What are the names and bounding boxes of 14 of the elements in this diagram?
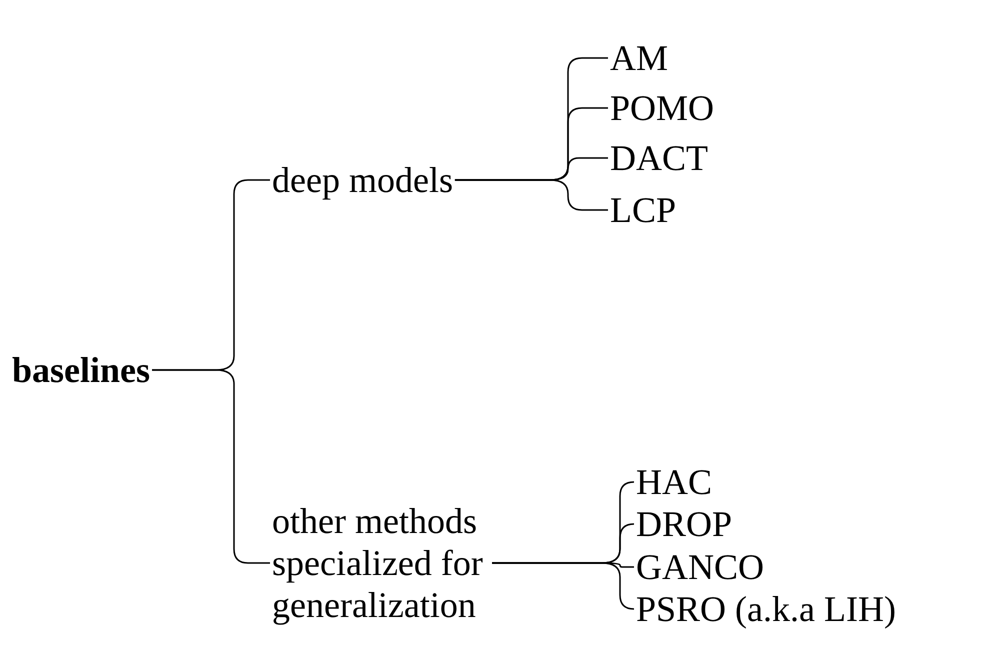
tree-connector [454, 179, 608, 211]
tree-label: DACT [610, 137, 708, 179]
tree-label: LCP [610, 189, 676, 231]
tree-label: DROP [636, 503, 732, 545]
tree-connector [492, 562, 635, 610]
tree-label: POMO [610, 87, 714, 129]
tree-label: other methods specialized for generalization [272, 500, 490, 626]
tree-connector [152, 369, 270, 564]
root-label: baselines [12, 349, 150, 391]
tree-label: GANCO [636, 546, 764, 588]
tree-label: HAC [636, 461, 712, 503]
tree-label: PSRO (a.k.a LIH) [636, 588, 896, 630]
tree-label: AM [610, 37, 668, 79]
tree-label: deep models [272, 159, 453, 201]
